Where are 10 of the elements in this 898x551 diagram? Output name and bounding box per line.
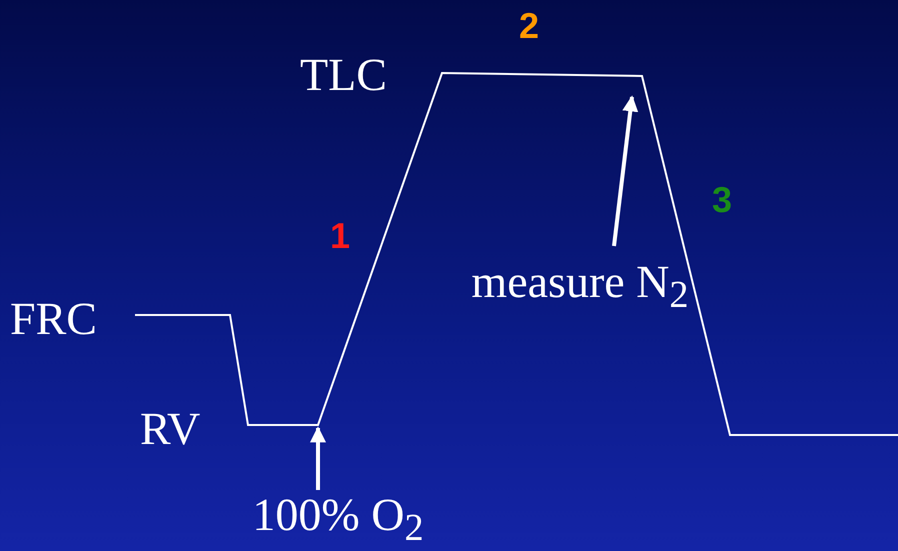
- phase-number: 3: [712, 182, 732, 218]
- volume-label: TLC: [300, 52, 387, 98]
- phase-number: 1: [330, 218, 350, 254]
- volume-label: FRC: [10, 296, 97, 342]
- pointer-arrow: [310, 426, 326, 490]
- annotation-text: measure N$_{2}$: [465, 244, 695, 334]
- pointer-arrow: [612, 95, 638, 246]
- annotation-text: 100% O$_{2}$: [228, 490, 448, 551]
- phase-number: 2: [519, 8, 540, 44]
- volume-label: RV: [140, 406, 200, 452]
